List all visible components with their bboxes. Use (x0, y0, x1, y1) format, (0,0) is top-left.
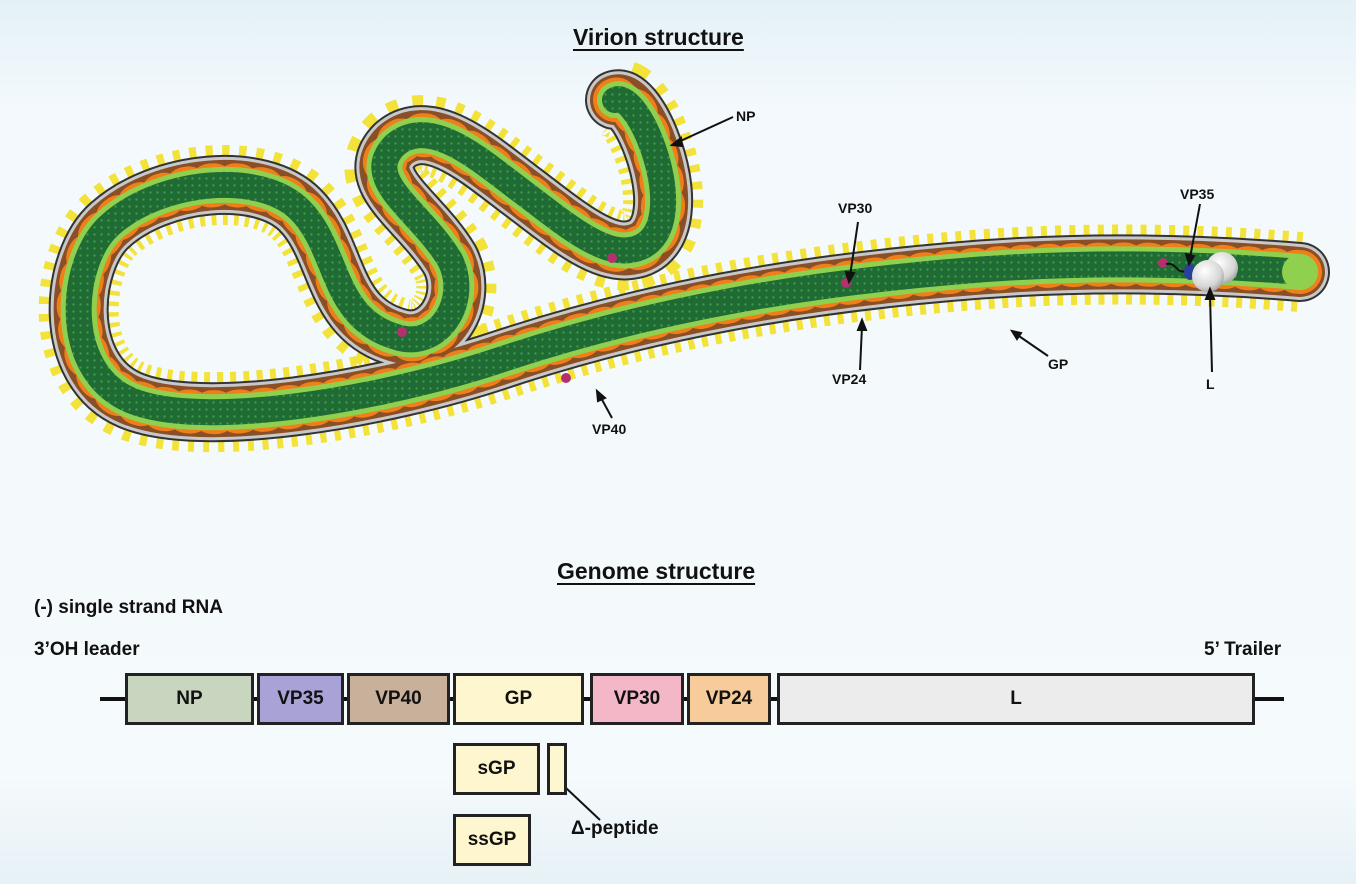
gene-vp30: VP30 (590, 673, 684, 725)
label-vp35: VP35 (1180, 186, 1215, 202)
delta-peptide-pointer (565, 787, 601, 821)
capsid-tip (1282, 254, 1318, 290)
gene-np: NP (125, 673, 254, 725)
delta-peptide-label: Δ-peptide (571, 818, 659, 839)
label-vp24: VP24 (832, 371, 867, 387)
l-polymerase (1192, 252, 1238, 292)
strand-label: (-) single strand RNA (34, 597, 223, 618)
nucleocapsid-np (65, 86, 1313, 426)
trailer-label: 5’ Trailer (1204, 639, 1282, 660)
product-delta-peptide-box (547, 743, 567, 795)
label-l: L (1206, 376, 1215, 392)
product-sgp: sGP (453, 743, 540, 795)
gene-l: L (777, 673, 1255, 725)
pointer-lines (595, 116, 1216, 419)
genome-title: Genome structure (557, 558, 756, 584)
product-ssgp: ssGP (453, 814, 531, 866)
gene-gp: GP (453, 673, 584, 725)
label-gp: GP (1048, 356, 1069, 372)
virion-title: Virion structure (573, 24, 744, 50)
leader-label: 3’OH leader (34, 639, 140, 660)
gene-vp24: VP24 (687, 673, 771, 725)
gene-vp40: VP40 (347, 673, 450, 725)
label-vp30: VP30 (838, 200, 873, 216)
label-np: NP (736, 108, 756, 124)
label-vp40: VP40 (592, 421, 627, 437)
gene-vp35: VP35 (257, 673, 344, 725)
